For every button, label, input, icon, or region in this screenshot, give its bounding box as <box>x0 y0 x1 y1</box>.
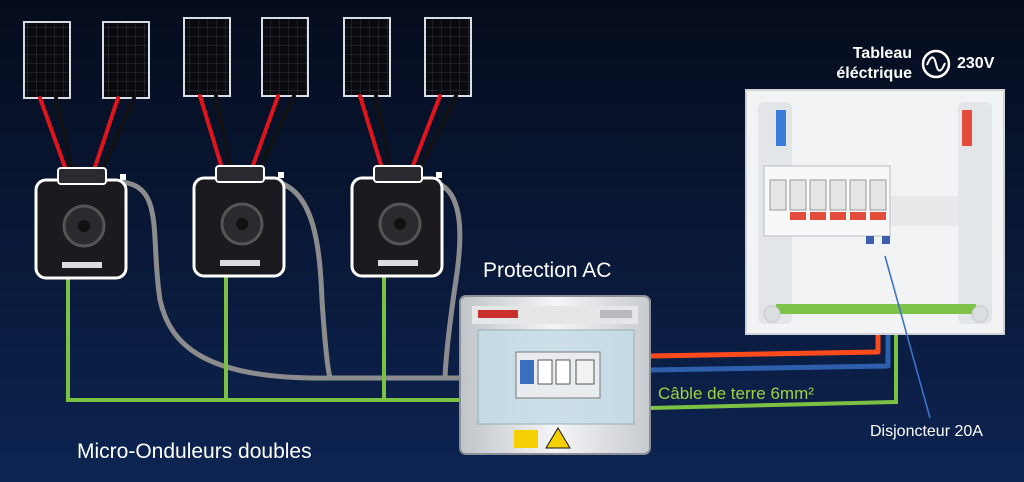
dc-negative-cable <box>100 96 136 172</box>
dc-cables <box>38 94 458 172</box>
tableau-line-1: Tableau <box>852 45 912 62</box>
ac-sine-icon <box>921 49 951 79</box>
tableau-line-2: éléctrique <box>836 65 912 82</box>
solar-panel-icon <box>102 21 150 99</box>
micro-inverter-icon <box>350 165 444 278</box>
distribution-board-icon <box>745 89 1005 335</box>
dc-positive-cable <box>410 94 442 170</box>
protection-box-icon <box>459 295 651 455</box>
voltage-label: 230V <box>957 55 995 72</box>
ac-trunk-cable <box>431 179 463 381</box>
earth-cable <box>649 312 898 410</box>
cable-terre-label: Câble de terre 6mm² <box>658 384 814 403</box>
micro-onduleurs-label: Micro-Onduleurs doubles <box>77 440 312 463</box>
ac-trunk-cable <box>273 179 333 381</box>
protection-ac-label: Protection AC <box>483 259 612 282</box>
disjoncteur-callout-line <box>884 255 931 419</box>
dc-positive-cable <box>358 94 384 170</box>
dc-positive-cable <box>38 96 68 172</box>
dc-negative-cable <box>214 94 232 170</box>
dc-negative-cable <box>258 94 296 170</box>
earth-cables <box>66 276 898 410</box>
micro-inverters <box>34 165 444 280</box>
ac-trunk-cable <box>117 179 463 381</box>
solar-panels <box>23 17 472 99</box>
dc-positive-cable <box>92 96 120 172</box>
dc-negative-cable <box>418 94 458 170</box>
earth-cable <box>66 278 462 402</box>
tableau-electrique-label: Tableau éléctrique <box>812 44 912 84</box>
dc-negative-cable <box>54 96 74 172</box>
solar-panel-icon <box>261 17 309 97</box>
ac-trunk-cables <box>117 179 463 381</box>
micro-inverter-icon <box>192 165 286 278</box>
solar-panel-icon <box>183 17 231 97</box>
dc-positive-cable <box>250 94 280 170</box>
solar-panel-icon <box>424 17 472 97</box>
dc-negative-cable <box>374 94 392 170</box>
micro-inverter-icon <box>34 167 128 280</box>
disjoncteur-label: Disjoncteur 20A <box>870 423 983 440</box>
solar-panel-icon <box>23 21 71 99</box>
dc-positive-cable <box>198 94 224 170</box>
solar-panel-icon <box>343 17 391 97</box>
